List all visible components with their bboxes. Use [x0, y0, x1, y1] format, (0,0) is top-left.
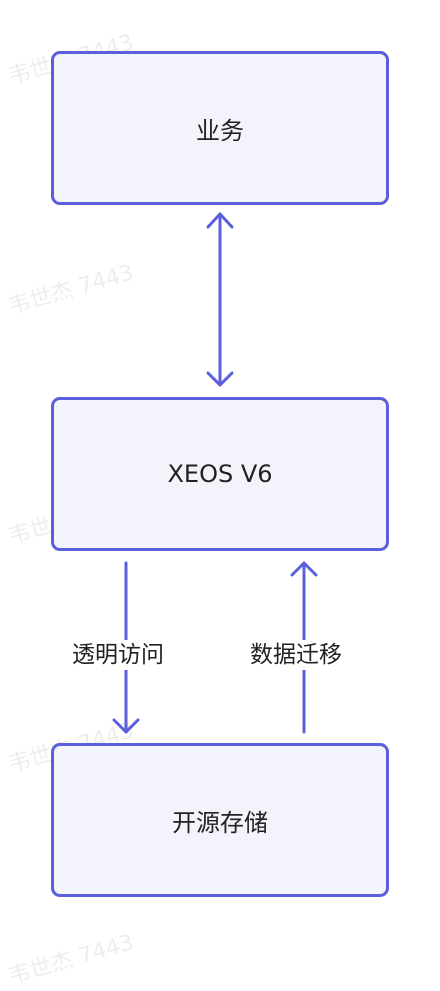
edge-label-data-migration: 数据迁移	[248, 640, 344, 670]
node-business-label: 业务	[196, 116, 244, 145]
node-open-source-storage: 开源存储	[51, 743, 389, 897]
bidirectional-arrow	[206, 212, 234, 387]
node-xeos-label: XEOS V6	[167, 460, 273, 488]
node-storage-label: 开源存储	[172, 808, 268, 837]
node-xeos-v6: XEOS V6	[51, 397, 389, 551]
edge-label-transparent-access: 透明访问	[70, 640, 166, 670]
node-business: 业务	[51, 51, 389, 205]
